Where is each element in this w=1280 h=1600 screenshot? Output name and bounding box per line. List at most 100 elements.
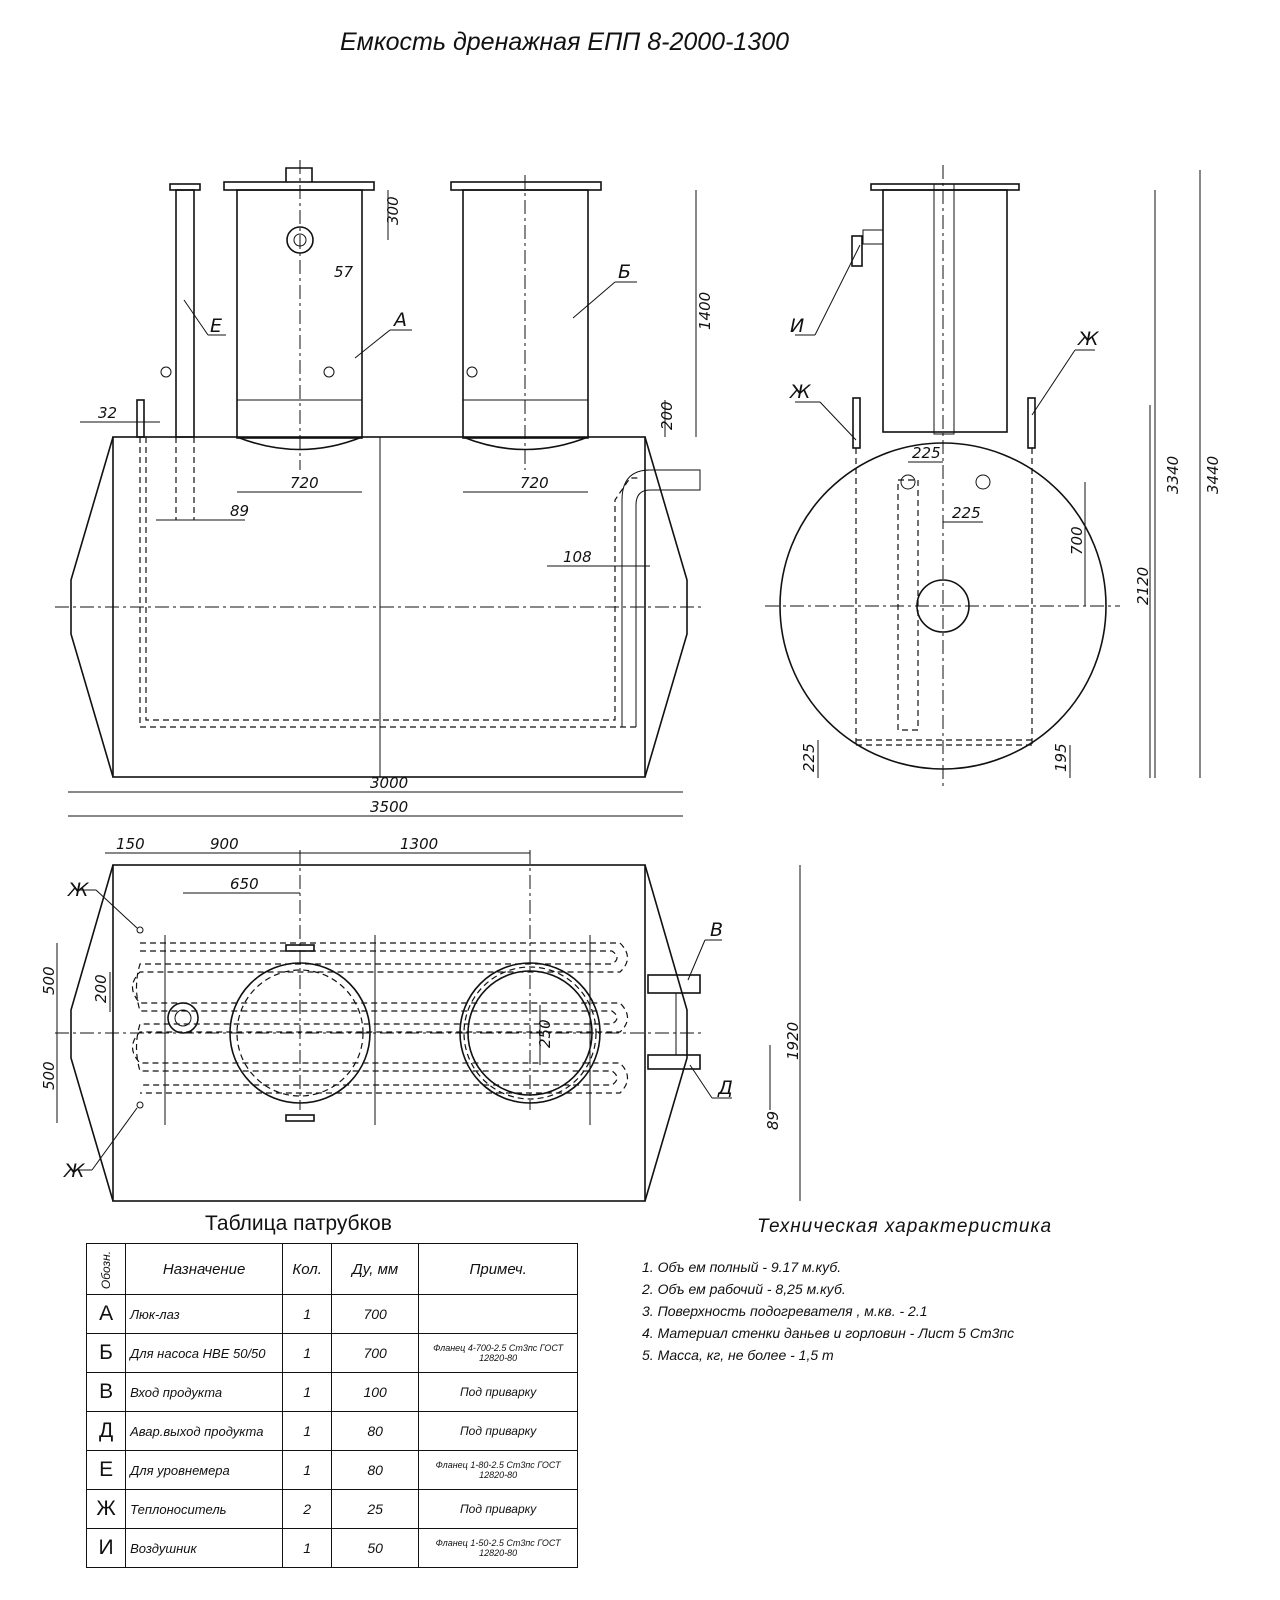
- leader-zh-bottom: [91, 1107, 138, 1171]
- row-note: Фланец 1-80-2.5 Ст3пс ГОСТ 12820-80: [418, 1450, 579, 1490]
- row-note: Под приварку: [418, 1489, 579, 1529]
- row-note: Фланец 1-50-2.5 Ст3пс ГОСТ 12820-80: [418, 1528, 579, 1568]
- end-port-1: [900, 474, 916, 490]
- heater-nozzle-left: [852, 397, 861, 449]
- header-code: Обозн.: [85, 1243, 127, 1295]
- row-purpose: Теплоноситель: [125, 1489, 284, 1529]
- plan-zh-top: [136, 926, 144, 934]
- heater-nozzle: [136, 399, 145, 438]
- leader-b: [572, 281, 616, 319]
- dim-1300: 1300: [400, 835, 438, 853]
- dim-89: 89: [230, 502, 249, 520]
- row-code: В: [85, 1372, 127, 1412]
- level-pipe-e: [175, 189, 195, 438]
- dim-32: 32: [98, 404, 117, 422]
- label-zh-1: Ж: [789, 381, 812, 403]
- lug-2: [323, 366, 335, 378]
- plan-nozzle-b-bolts: [463, 966, 597, 1100]
- heater-nozzle-right: [1027, 397, 1036, 449]
- row-dn: 50: [331, 1528, 420, 1568]
- table-row: Д Авар.выход продукта 1 80 Под приварку: [85, 1411, 579, 1451]
- dim-1920: 1920: [784, 1022, 802, 1060]
- dim-150: 150: [116, 835, 145, 853]
- row-note: Фланец 4-700-2.5 Ст3пс ГОСТ 12820-80: [418, 1333, 579, 1373]
- heater-coil-left: [139, 437, 640, 728]
- vent-flange: [851, 235, 863, 267]
- spec-item: 5. Масса, кг, не более - 1,5 т: [642, 1347, 834, 1363]
- label-plan-zh-1: Ж: [67, 879, 90, 901]
- header-note: Примеч.: [418, 1243, 579, 1295]
- plan-manhole-a: [229, 962, 371, 1104]
- label-b: Б: [618, 261, 631, 283]
- spec-item: 3. Поверхность подогревателя , м.кв. - 2…: [642, 1303, 928, 1319]
- label-a: А: [392, 309, 407, 331]
- row-purpose: Для уровнемера: [125, 1450, 284, 1490]
- dim-500a: 500: [40, 966, 58, 995]
- nozzle-table: Обозн. Назначение Кол. Ду, мм Примеч. А …: [85, 1243, 579, 1568]
- header-purpose: Назначение: [125, 1243, 284, 1295]
- row-qty: 1: [282, 1372, 333, 1412]
- label-v: В: [710, 919, 723, 941]
- level-pipe-flange: [169, 183, 201, 191]
- row-purpose: Авар.выход продукта: [125, 1411, 284, 1451]
- row-dn: 80: [331, 1450, 420, 1490]
- side-view: Е А Б 3000 3500 32 57 300 1400 200 720 7…: [55, 160, 714, 817]
- row-purpose: Люк-лаз: [125, 1294, 284, 1334]
- row-qty: 1: [282, 1528, 333, 1568]
- row-purpose: Воздушник: [125, 1528, 284, 1568]
- header-dn: Ду, мм: [331, 1243, 420, 1295]
- plan-manhole-handle-top: [285, 944, 315, 952]
- row-code: Е: [85, 1450, 127, 1490]
- label-d: Д: [717, 1077, 733, 1099]
- dim-720b: 720: [520, 474, 549, 492]
- row-purpose: Для насоса НВЕ 50/50: [125, 1333, 284, 1373]
- nozzle-v: [647, 974, 701, 994]
- dim-2120: 2120: [1134, 567, 1152, 605]
- row-note: Под приварку: [418, 1411, 579, 1451]
- leader-d: [689, 1064, 713, 1099]
- table-title: Таблица патрубков: [205, 1212, 392, 1235]
- nozzle-d: [647, 1054, 701, 1070]
- label-i: И: [790, 315, 804, 337]
- plan-left-head: [70, 864, 114, 1202]
- vent-nozzle: [862, 229, 884, 245]
- dim-89p: 89: [764, 1111, 782, 1130]
- dim-900: 900: [210, 835, 239, 853]
- plan-right-head: [644, 864, 688, 1202]
- dim-500b: 500: [40, 1061, 58, 1090]
- row-code: Ж: [85, 1489, 127, 1529]
- dim-57: 57: [334, 263, 354, 281]
- table-row: Е Для уровнемера 1 80 Фланец 1-80-2.5 Ст…: [85, 1450, 579, 1490]
- end-manhole: [916, 579, 970, 633]
- leader-v: [687, 939, 706, 981]
- table-row: А Люк-лаз 1 700: [85, 1294, 579, 1334]
- end-inner-pipe: [933, 183, 955, 435]
- dim-250: 250: [536, 1019, 554, 1048]
- inlet-pipe-bend: [621, 469, 701, 727]
- header-code-text: Обозн.: [99, 1250, 114, 1289]
- row-code: Д: [85, 1411, 127, 1451]
- table-row: И Воздушник 1 50 Фланец 1-50-2.5 Ст3пс Г…: [85, 1528, 579, 1568]
- dim-300: 300: [384, 196, 402, 225]
- row-qty: 1: [282, 1294, 333, 1334]
- plan-view: Ж Ж В Д 150 900 1300 650 500 200 500 250…: [40, 835, 802, 1202]
- plan-nozzle-b-inner: [467, 970, 593, 1096]
- plan-manhole-a-bolts: [236, 969, 364, 1097]
- leader-zh2: [1031, 349, 1076, 416]
- dim-3440: 3440: [1204, 456, 1222, 494]
- leader-e: [183, 299, 209, 336]
- leader-zh-top: [95, 889, 138, 929]
- dim-200: 200: [658, 401, 676, 430]
- dim-225v: 225: [800, 743, 818, 772]
- dim-3500: 3500: [370, 798, 408, 816]
- table-row: Ж Теплоноситель 2 25 Под приварку: [85, 1489, 579, 1529]
- dim-200p: 200: [92, 974, 110, 1003]
- end-hidden-pipe: [897, 479, 919, 731]
- left-head: [70, 436, 114, 778]
- plan-manhole-handle-bottom: [285, 1114, 315, 1122]
- row-note: [418, 1294, 579, 1334]
- manhole-a-flange: [223, 181, 375, 191]
- header-qty: Кол.: [282, 1243, 333, 1295]
- dim-108: 108: [563, 548, 592, 566]
